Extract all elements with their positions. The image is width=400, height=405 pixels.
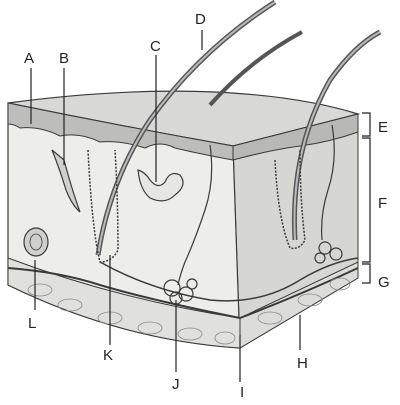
fat-cells	[27, 277, 351, 345]
pacinian-corpuscle-inner	[29, 233, 43, 251]
sweat-duct	[177, 144, 213, 286]
label-b: B	[59, 50, 70, 67]
label-d: D	[195, 11, 206, 28]
label-c: C	[150, 38, 161, 55]
sweat-gland-coil-right	[314, 241, 343, 264]
hair-shaft-middle	[208, 30, 303, 107]
label-e: E	[378, 119, 389, 136]
label-a: A	[24, 50, 35, 67]
hair-shaft-right-inner	[293, 31, 381, 241]
label-h: H	[297, 355, 308, 372]
pacinian-corpuscle	[23, 227, 49, 257]
nerve-fiber	[99, 257, 359, 302]
blood-vessel	[7, 267, 241, 319]
leader-lines	[30, 30, 371, 382]
label-k: K	[103, 347, 114, 364]
label-j: J	[172, 376, 180, 393]
sebaceous-gland	[137, 169, 184, 202]
label-i: I	[240, 384, 245, 401]
label-l: L	[28, 315, 37, 332]
label-f: F	[378, 195, 388, 212]
arrector-pili-muscle	[51, 149, 81, 213]
hair-shaft-left-inner	[97, 1, 276, 256]
sweat-duct-right	[321, 124, 335, 241]
epidermis-band-side	[232, 113, 359, 161]
blood-vessel-side	[239, 267, 359, 319]
label-g: G	[378, 274, 390, 291]
hair-follicle-right	[274, 149, 306, 250]
